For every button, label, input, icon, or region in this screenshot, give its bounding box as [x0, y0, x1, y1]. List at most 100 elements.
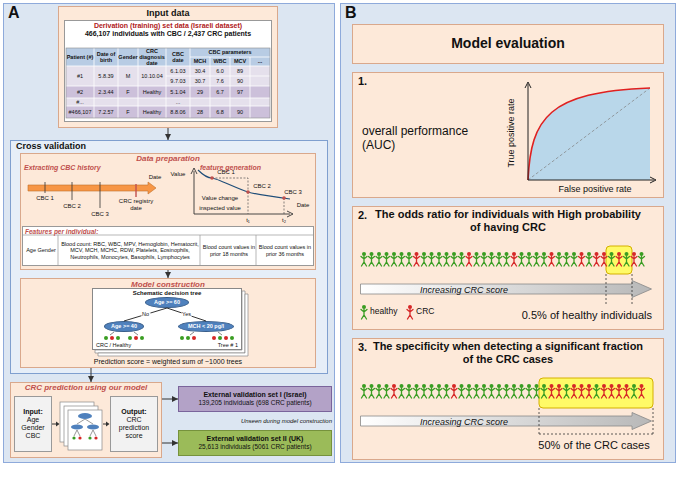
path-shape — [528, 88, 650, 180]
rect-shape — [66, 86, 270, 98]
person-body — [601, 256, 607, 266]
connector — [124, 308, 167, 321]
person-figure — [436, 384, 442, 398]
person-figure — [391, 384, 397, 398]
feature-cell: Blood count values in prior 18 months — [202, 236, 256, 265]
circle-shape — [192, 336, 196, 340]
person-figure — [384, 384, 390, 398]
person-body — [376, 256, 382, 266]
person-body — [481, 388, 487, 398]
people-rows — [361, 252, 645, 398]
person-figure — [511, 252, 517, 266]
person-body — [407, 309, 413, 319]
person-figure — [564, 384, 570, 398]
person-figure — [639, 384, 645, 398]
person-body — [601, 388, 607, 398]
person-figure — [511, 384, 517, 398]
person-figure — [414, 384, 420, 398]
person-figure — [436, 252, 442, 266]
callout: 50% of the CRC cases — [526, 438, 662, 452]
table-header: Patient (#) — [66, 48, 94, 66]
path-shape — [110, 332, 222, 335]
person-figure — [519, 252, 525, 266]
node-heading: Age >= 40 — [111, 323, 137, 329]
person-figure — [444, 384, 450, 398]
person-body — [571, 388, 577, 398]
person-body — [384, 256, 390, 266]
rect-shape — [66, 106, 270, 118]
person-figure — [496, 384, 502, 398]
person-figure — [504, 252, 510, 266]
person-body — [624, 388, 630, 398]
person-figure — [624, 384, 630, 398]
person-body — [534, 256, 540, 266]
node-heading: B — [345, 4, 357, 22]
path-shape — [528, 88, 650, 180]
person-body — [459, 388, 465, 398]
person-figure — [549, 252, 555, 266]
rect-shape — [68, 410, 102, 450]
person-figure — [429, 384, 435, 398]
person-figure — [406, 252, 412, 266]
table-cell: 2.3.44 — [94, 86, 118, 98]
feature-plot — [191, 168, 293, 217]
person-figure — [399, 384, 405, 398]
person-body — [511, 388, 517, 398]
person-body — [406, 256, 412, 266]
table-cell: 6.7 — [210, 86, 230, 98]
person-figure — [399, 252, 405, 266]
connector — [162, 399, 178, 400]
edge-label: Yes — [181, 312, 192, 318]
person-body — [474, 256, 480, 266]
person-figure — [429, 252, 435, 266]
person-figure — [594, 384, 600, 398]
circle-shape — [110, 336, 114, 340]
validation-box: External validation set I (Israel)139,20… — [178, 386, 332, 412]
score-arrow: Increasing CRC score — [360, 412, 652, 430]
path-shape — [56, 422, 110, 427]
person-figure — [534, 384, 540, 398]
person-figure — [579, 384, 585, 398]
person-figure — [361, 252, 367, 266]
person-body — [399, 256, 405, 266]
person-figure — [616, 252, 622, 266]
legend-swatch — [360, 304, 368, 320]
axis-label: Value — [166, 170, 190, 178]
legend-figure — [361, 305, 367, 319]
person-body — [361, 256, 367, 266]
edge-label: No — [141, 312, 150, 318]
circle-shape — [282, 196, 286, 200]
highlight — [539, 246, 653, 434]
roc-curve — [525, 82, 656, 183]
sub-heading: feature generation — [200, 163, 310, 172]
person-figure — [586, 252, 592, 266]
point-label: CBC 3 — [280, 188, 306, 196]
path-shape — [191, 168, 293, 217]
table-cell: 28 — [190, 106, 210, 118]
circle-shape — [246, 190, 250, 194]
table-cell: 7.6 — [210, 76, 230, 86]
person-figure — [466, 384, 472, 398]
person-body — [639, 256, 645, 266]
circle-shape — [104, 336, 108, 340]
circle-shape — [94, 436, 97, 439]
person-figure — [571, 384, 577, 398]
node-heading: Data preparation — [136, 155, 200, 164]
node-heading: Cross validation — [16, 141, 86, 151]
score-arrow: Increasing CRC score — [360, 280, 652, 298]
plot-note: inspected value — [196, 204, 244, 212]
person-body — [624, 256, 630, 266]
input-box: Input:Age Gender CBC — [14, 396, 52, 452]
table-header: CBC parameters — [190, 48, 270, 57]
table-cell: 6.0 — [210, 66, 230, 76]
table-cell: 30.4 — [190, 66, 210, 76]
table-cell: 6.8 — [210, 106, 230, 118]
person-figure — [556, 384, 562, 398]
table-cell: 89 — [230, 66, 250, 76]
person-figure — [631, 384, 637, 398]
node-text: overall performance (AUC) — [362, 125, 502, 152]
person-body — [526, 256, 532, 266]
circle-shape — [128, 336, 132, 340]
table-cell: 5.1.04 — [166, 86, 190, 98]
person-figure — [406, 384, 412, 398]
